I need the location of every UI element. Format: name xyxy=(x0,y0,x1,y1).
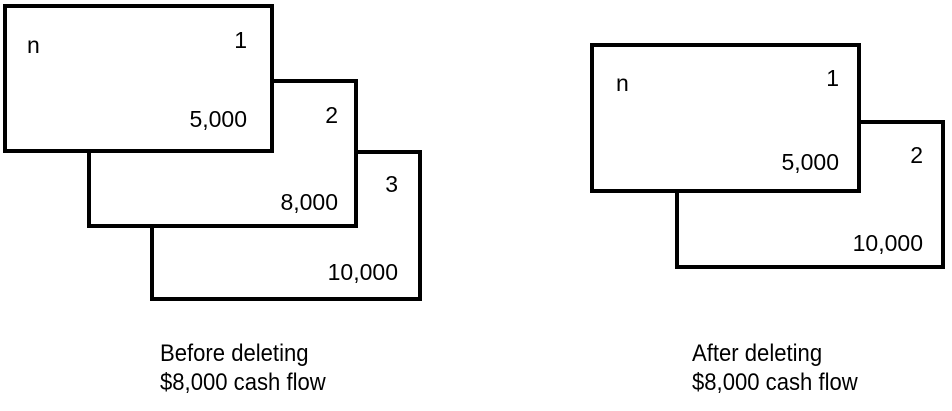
before-caption: Before deleting $8,000 cash flow xyxy=(160,339,326,397)
card-amount: 5,000 xyxy=(781,149,839,175)
card-header-label: n xyxy=(616,70,629,96)
after-caption: After deleting $8,000 cash flow xyxy=(692,339,858,397)
caption-line-1: After deleting xyxy=(692,340,823,367)
card-header-label: n xyxy=(27,32,40,58)
before-card-1: n 1 5,000 xyxy=(3,4,274,153)
card-amount: 5,000 xyxy=(189,106,247,132)
caption-line-2: $8,000 cash flow xyxy=(692,369,858,396)
after-card-1: n 1 5,000 xyxy=(590,43,861,193)
card-index: 3 xyxy=(385,171,398,197)
card-amount: 10,000 xyxy=(852,230,923,256)
card-amount: 10,000 xyxy=(327,259,398,285)
card-index: 1 xyxy=(234,27,247,53)
card-index: 2 xyxy=(910,142,923,168)
card-index: 1 xyxy=(826,65,839,91)
caption-line-1: Before deleting xyxy=(160,340,309,367)
card-amount: 8,000 xyxy=(280,189,338,215)
card-index: 2 xyxy=(325,102,338,128)
caption-line-2: $8,000 cash flow xyxy=(160,369,326,396)
